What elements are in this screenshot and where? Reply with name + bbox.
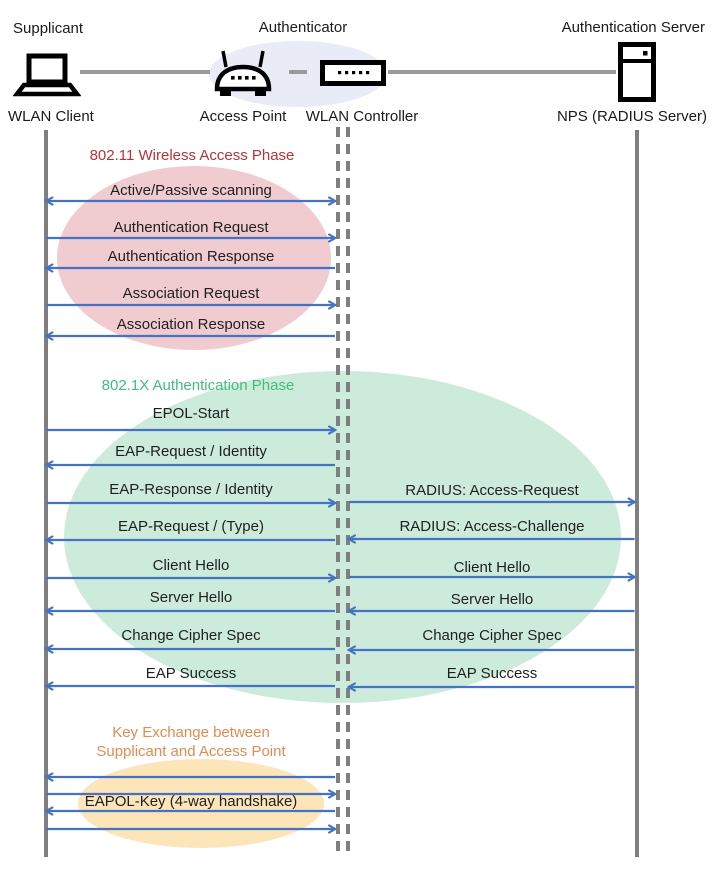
message-label: Change Cipher Spec xyxy=(422,627,562,644)
message-label: RADIUS: Access-Challenge xyxy=(399,518,585,535)
wlan-controller-icon xyxy=(320,60,386,86)
phase-title-key-exchange-line2: Supplicant and Access Point xyxy=(96,743,286,760)
message-label: Active/Passive scanning xyxy=(110,182,272,199)
role-label-supplicant: Supplicant xyxy=(13,20,84,37)
message-label: Association Request xyxy=(122,285,260,302)
message-label: Server Hello xyxy=(450,591,534,608)
lifeline-wlan-client xyxy=(44,130,48,857)
access-point-icon xyxy=(214,50,272,96)
message-label: Authentication Response xyxy=(107,248,275,265)
device-label-access-point: Access Point xyxy=(199,108,287,125)
device-label-wlan-client: WLAN Client xyxy=(8,108,94,125)
message-label: Change Cipher Spec xyxy=(121,627,261,644)
lifeline-nps-server xyxy=(635,130,639,857)
message-label: Client Hello xyxy=(152,557,230,574)
role-label-authenticator: Authenticator xyxy=(258,19,348,36)
connector-ap-controller xyxy=(289,70,307,74)
message-label: Association Response xyxy=(116,316,266,333)
lifeline-controller-right xyxy=(346,127,350,857)
message-label: EAP-Request / Identity xyxy=(115,443,267,460)
message-label: EAP-Request / (Type) xyxy=(118,518,264,535)
role-label-auth-server: Authentication Server xyxy=(561,19,705,36)
message-label: EAP-Response / Identity xyxy=(109,481,273,498)
phase-title-key-exchange-line1: Key Exchange between xyxy=(112,724,270,741)
phase-title-80211: 802.11 Wireless Access Phase xyxy=(89,147,295,164)
message-label: RADIUS: Access-Request xyxy=(405,482,579,499)
message-label: Client Hello xyxy=(453,559,531,576)
device-label-wlan-controller: WLAN Controller xyxy=(305,108,419,125)
connector-controller-server xyxy=(388,70,616,74)
message-label: EPOL-Start xyxy=(152,405,230,422)
phase-title-8021x: 802.1X Authentication Phase xyxy=(101,377,295,394)
message-label: Authentication Request xyxy=(113,219,269,236)
device-label-nps: NPS (RADIUS Server) xyxy=(556,108,707,125)
message-label: Server Hello xyxy=(149,589,233,606)
lifeline-controller-left xyxy=(336,127,340,857)
server-icon xyxy=(618,42,656,102)
message-label: EAP Success xyxy=(446,665,538,682)
message-label: EAP Success xyxy=(145,665,237,682)
phase-ellipse-8021x xyxy=(64,371,621,703)
phase-ellipse-key-exchange xyxy=(78,759,324,848)
phase-title-key-exchange: Key Exchange between Supplicant and Acce… xyxy=(41,723,341,761)
connector-client-ap xyxy=(80,70,210,74)
message-label: EAPOL-Key (4-way handshake) xyxy=(84,793,298,810)
laptop-icon xyxy=(13,53,81,97)
